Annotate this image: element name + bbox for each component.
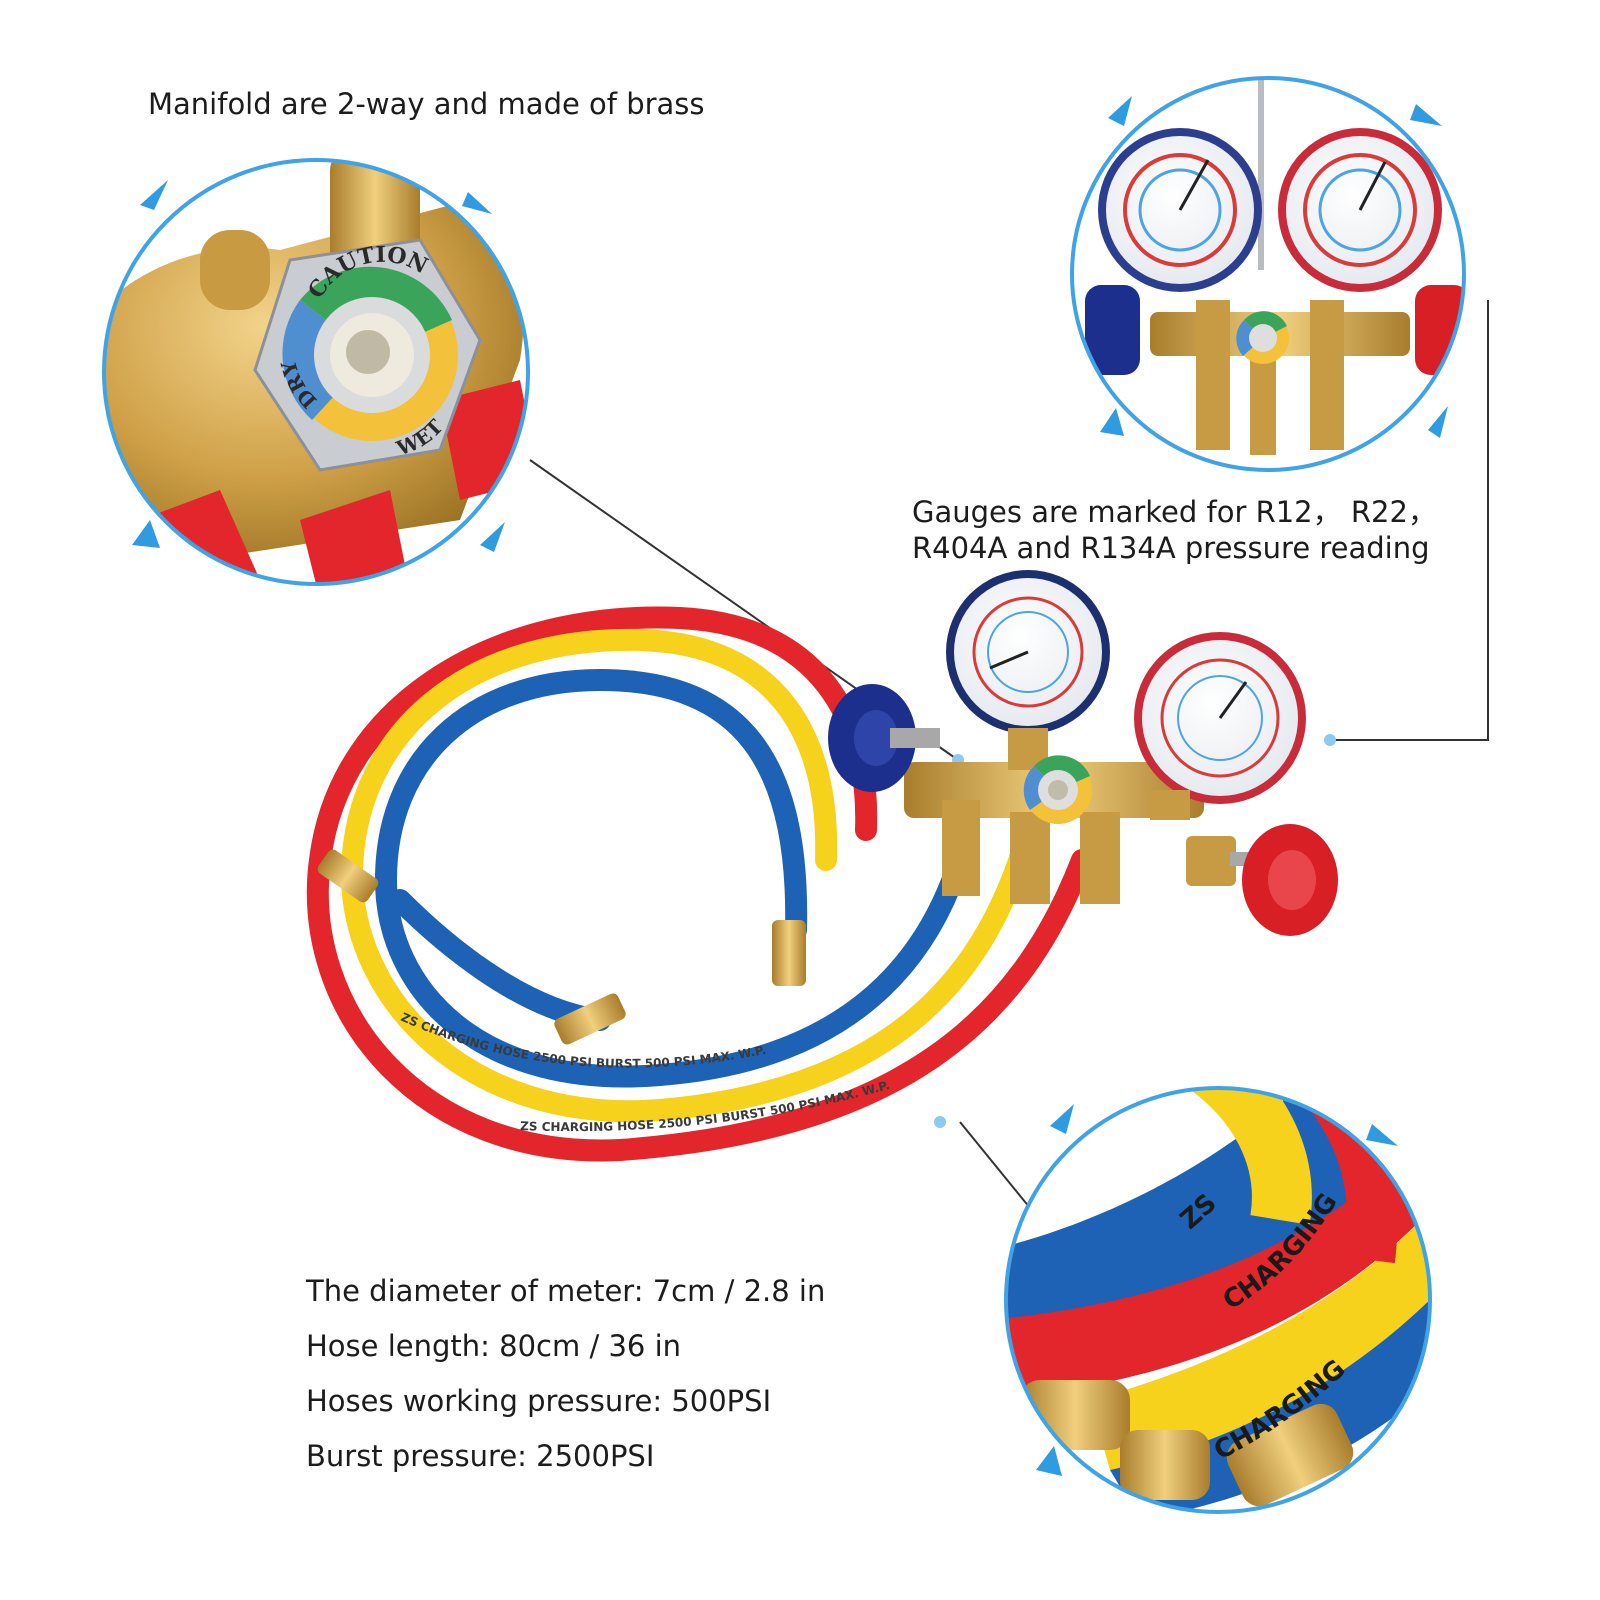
- spec-working-pressure: Hoses working pressure: 500PSI: [306, 1384, 772, 1418]
- spec-meter-diameter: The diameter of meter: 7cm / 2.8 in: [306, 1274, 826, 1308]
- hose-fittings: [317, 849, 806, 1045]
- hose-blue: [374, 668, 973, 1088]
- zoom-circle-sight-glass: [102, 158, 530, 586]
- gauges-caption: Gauges are marked for R12， R22， R404A an…: [912, 494, 1437, 566]
- zoom-circle-hoses: ZS CHARGING CHARGING: [1004, 1086, 1432, 1514]
- manifold-caption: Manifold are 2-way and made of brass: [148, 87, 705, 121]
- manifold-gauge-set: [828, 570, 1338, 936]
- gauges-caption-line-2: R404A and R134A pressure reading: [912, 531, 1430, 565]
- callout-dot-gauge: [1324, 734, 1336, 746]
- zoom-circle-gauges: [1070, 76, 1466, 472]
- spec-burst-pressure: Burst pressure: 2500PSI: [306, 1439, 655, 1473]
- spec-list: The diameter of meter: 7cm / 2.8 in Hose…: [306, 1264, 825, 1484]
- hose-red: [306, 606, 1093, 1162]
- callout-dot-hose: [934, 1116, 946, 1128]
- gauges-caption-line-1: Gauges are marked for R12， R22，: [912, 495, 1437, 529]
- spec-hose-length: Hose length: 80cm / 36 in: [306, 1329, 682, 1363]
